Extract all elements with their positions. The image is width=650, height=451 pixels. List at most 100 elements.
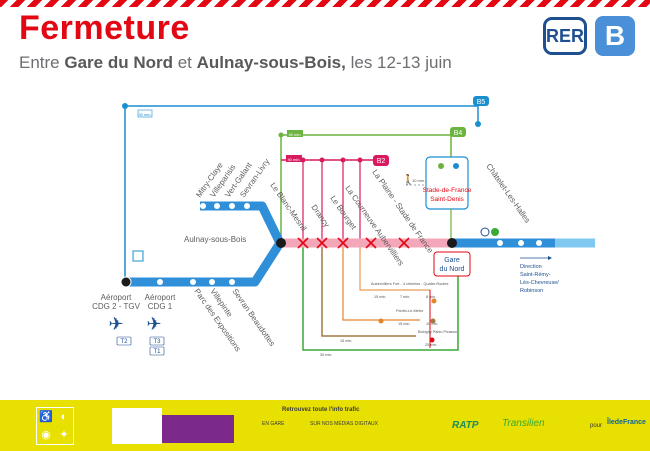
- footer-heading: Retrouvez toute l'info trafic: [282, 407, 360, 413]
- station-dot-cdg1: [157, 279, 163, 285]
- stade-de-france-box: [425, 156, 469, 210]
- accessibility-icon: ♿: [39, 411, 53, 423]
- station-pictogram-box: [132, 250, 144, 262]
- footer-pour: pour: [590, 423, 603, 429]
- station-dot-sevran-beaudottes: [229, 279, 235, 285]
- terminal-t3-badge: [149, 336, 165, 346]
- footer-bar: [0, 400, 650, 451]
- terminal-t2-badge: [116, 336, 132, 346]
- line-b-badge: B: [595, 16, 635, 56]
- stade-bus-icon-blue: [453, 163, 459, 169]
- ratp-logo: RATP: [452, 420, 479, 431]
- bus-green-low-route: [302, 243, 459, 351]
- walking-icon: 🚶: [402, 173, 414, 186]
- label-aulnay: Aulnay-sous-Bois: [184, 235, 246, 244]
- vision-icon: ◉: [41, 429, 51, 441]
- bus-icon-a: [378, 318, 384, 324]
- bus-orange-route-2: [359, 243, 430, 291]
- airplane-icon-cdg2: ✈: [108, 314, 123, 335]
- bus-b4-time: 45 min.: [288, 132, 301, 137]
- bus-b4-stop: [278, 132, 284, 138]
- gare-du-nord-box: [433, 251, 471, 277]
- bus-orange-route: [342, 243, 420, 321]
- bus-b2-badge-bg: [373, 155, 389, 166]
- station-dot-vert-galant: [229, 203, 235, 209]
- rer-connection-icon: [480, 227, 490, 237]
- bus-b5-stop: [122, 103, 128, 109]
- bus-time-f: 25 min.: [425, 343, 437, 347]
- terminal-t1-label: T1: [153, 349, 161, 355]
- station-dot-next-1: [518, 240, 524, 246]
- idf-mobilites-logo: ÎledeFrance: [607, 419, 646, 426]
- station-dot-mitry: [200, 203, 206, 209]
- bus-time-a: 15 min.: [374, 295, 386, 299]
- bus-b2-stop-3: [340, 157, 346, 163]
- top-warning-stripe: [0, 0, 650, 7]
- bus-brown-route: [321, 243, 416, 337]
- terminal-t3-label: T3: [153, 339, 161, 345]
- footer-purple-card: [162, 415, 234, 443]
- pantin-label: Pantin-Le-Metro: [396, 309, 423, 313]
- station-dot-chatelet: [497, 240, 503, 246]
- stade-bus-icon-green: [438, 163, 444, 169]
- footer-info-card: [112, 408, 162, 444]
- station-dot-villepinte: [209, 279, 215, 285]
- station-dot-cdg2: [120, 276, 132, 288]
- bus-b5-stop-end: [475, 121, 481, 127]
- bus-b2-badge: B2: [377, 158, 386, 165]
- closed-station-drancy: [316, 237, 328, 249]
- closed-station-blanc-mesnil: [297, 237, 309, 249]
- bus-b4-badge-bg: [450, 127, 466, 137]
- bus-b2-time: 40 min.: [287, 157, 300, 162]
- bus-icon-c: [430, 318, 436, 324]
- terminal-t2-label: T2: [120, 339, 128, 345]
- transilien-logo: Transilien: [502, 418, 545, 429]
- accessibility-icons: ♿ ◐ ◉ ✦: [36, 407, 74, 445]
- closed-station-le-bourget: [337, 237, 349, 249]
- bus-b5-badge-bg: [473, 96, 489, 106]
- page-subtitle: Entre Gare du Nord et Aulnay-sous-Bois, …: [19, 53, 452, 72]
- station-dot-parc-expo: [190, 279, 196, 285]
- bus-b4-badge: B4: [454, 130, 463, 137]
- rer-logo: RER: [543, 17, 587, 55]
- rer-branch-cdg: [125, 240, 284, 287]
- bus-icon-d: [429, 337, 435, 343]
- bus-time-h: 30 min.: [320, 353, 332, 357]
- closed-station-la-courneuve: [365, 237, 377, 249]
- bus-time-d: 15 min.: [398, 322, 410, 326]
- bus-time-g: 15 min.: [340, 339, 352, 343]
- bus-b5-route: [124, 105, 479, 282]
- bus-b2-stop-4: [357, 157, 363, 163]
- footer-col-station: EN GARE: [262, 421, 285, 427]
- station-dot-gare-du-nord: [447, 238, 457, 248]
- bobigny-label: Bobigny Pablo Picasso: [418, 330, 457, 334]
- station-dot-next-2: [536, 240, 542, 246]
- bus-icon-b: [431, 298, 437, 304]
- hearing-icon: ◐: [60, 411, 68, 423]
- mobility-icon: ✦: [59, 429, 69, 441]
- bus-b4-route: [280, 134, 452, 243]
- rer-branch-mitry: [200, 201, 285, 245]
- rer-d-connection-icon: [491, 228, 499, 236]
- closed-station-la-plaine: [398, 237, 410, 249]
- bus-b2-time-box: [286, 155, 302, 162]
- walking-time: 10 min.: [412, 178, 425, 183]
- bus-time-e: 15 min.: [426, 322, 438, 326]
- label-drancy: Drancy: [309, 203, 331, 229]
- station-dot-sevran-livry: [244, 203, 250, 209]
- bus-b5-time-box: [137, 109, 153, 118]
- label-sevran-beaudottes: Sevran Beaudottes: [230, 287, 276, 348]
- bus-time-c: 8 min.: [426, 295, 436, 299]
- bus-b5-time: 30 min.: [138, 112, 151, 117]
- footer-col-digital: SUR NOS MÉDIAS DIGITAUX: [310, 421, 378, 427]
- label-chatelet: Châtelet-Les-Halles: [484, 162, 532, 225]
- terminal-t1-badge: [149, 346, 165, 356]
- direction-arrow-head: [548, 256, 552, 260]
- bus-time-b: 7 min.: [400, 295, 410, 299]
